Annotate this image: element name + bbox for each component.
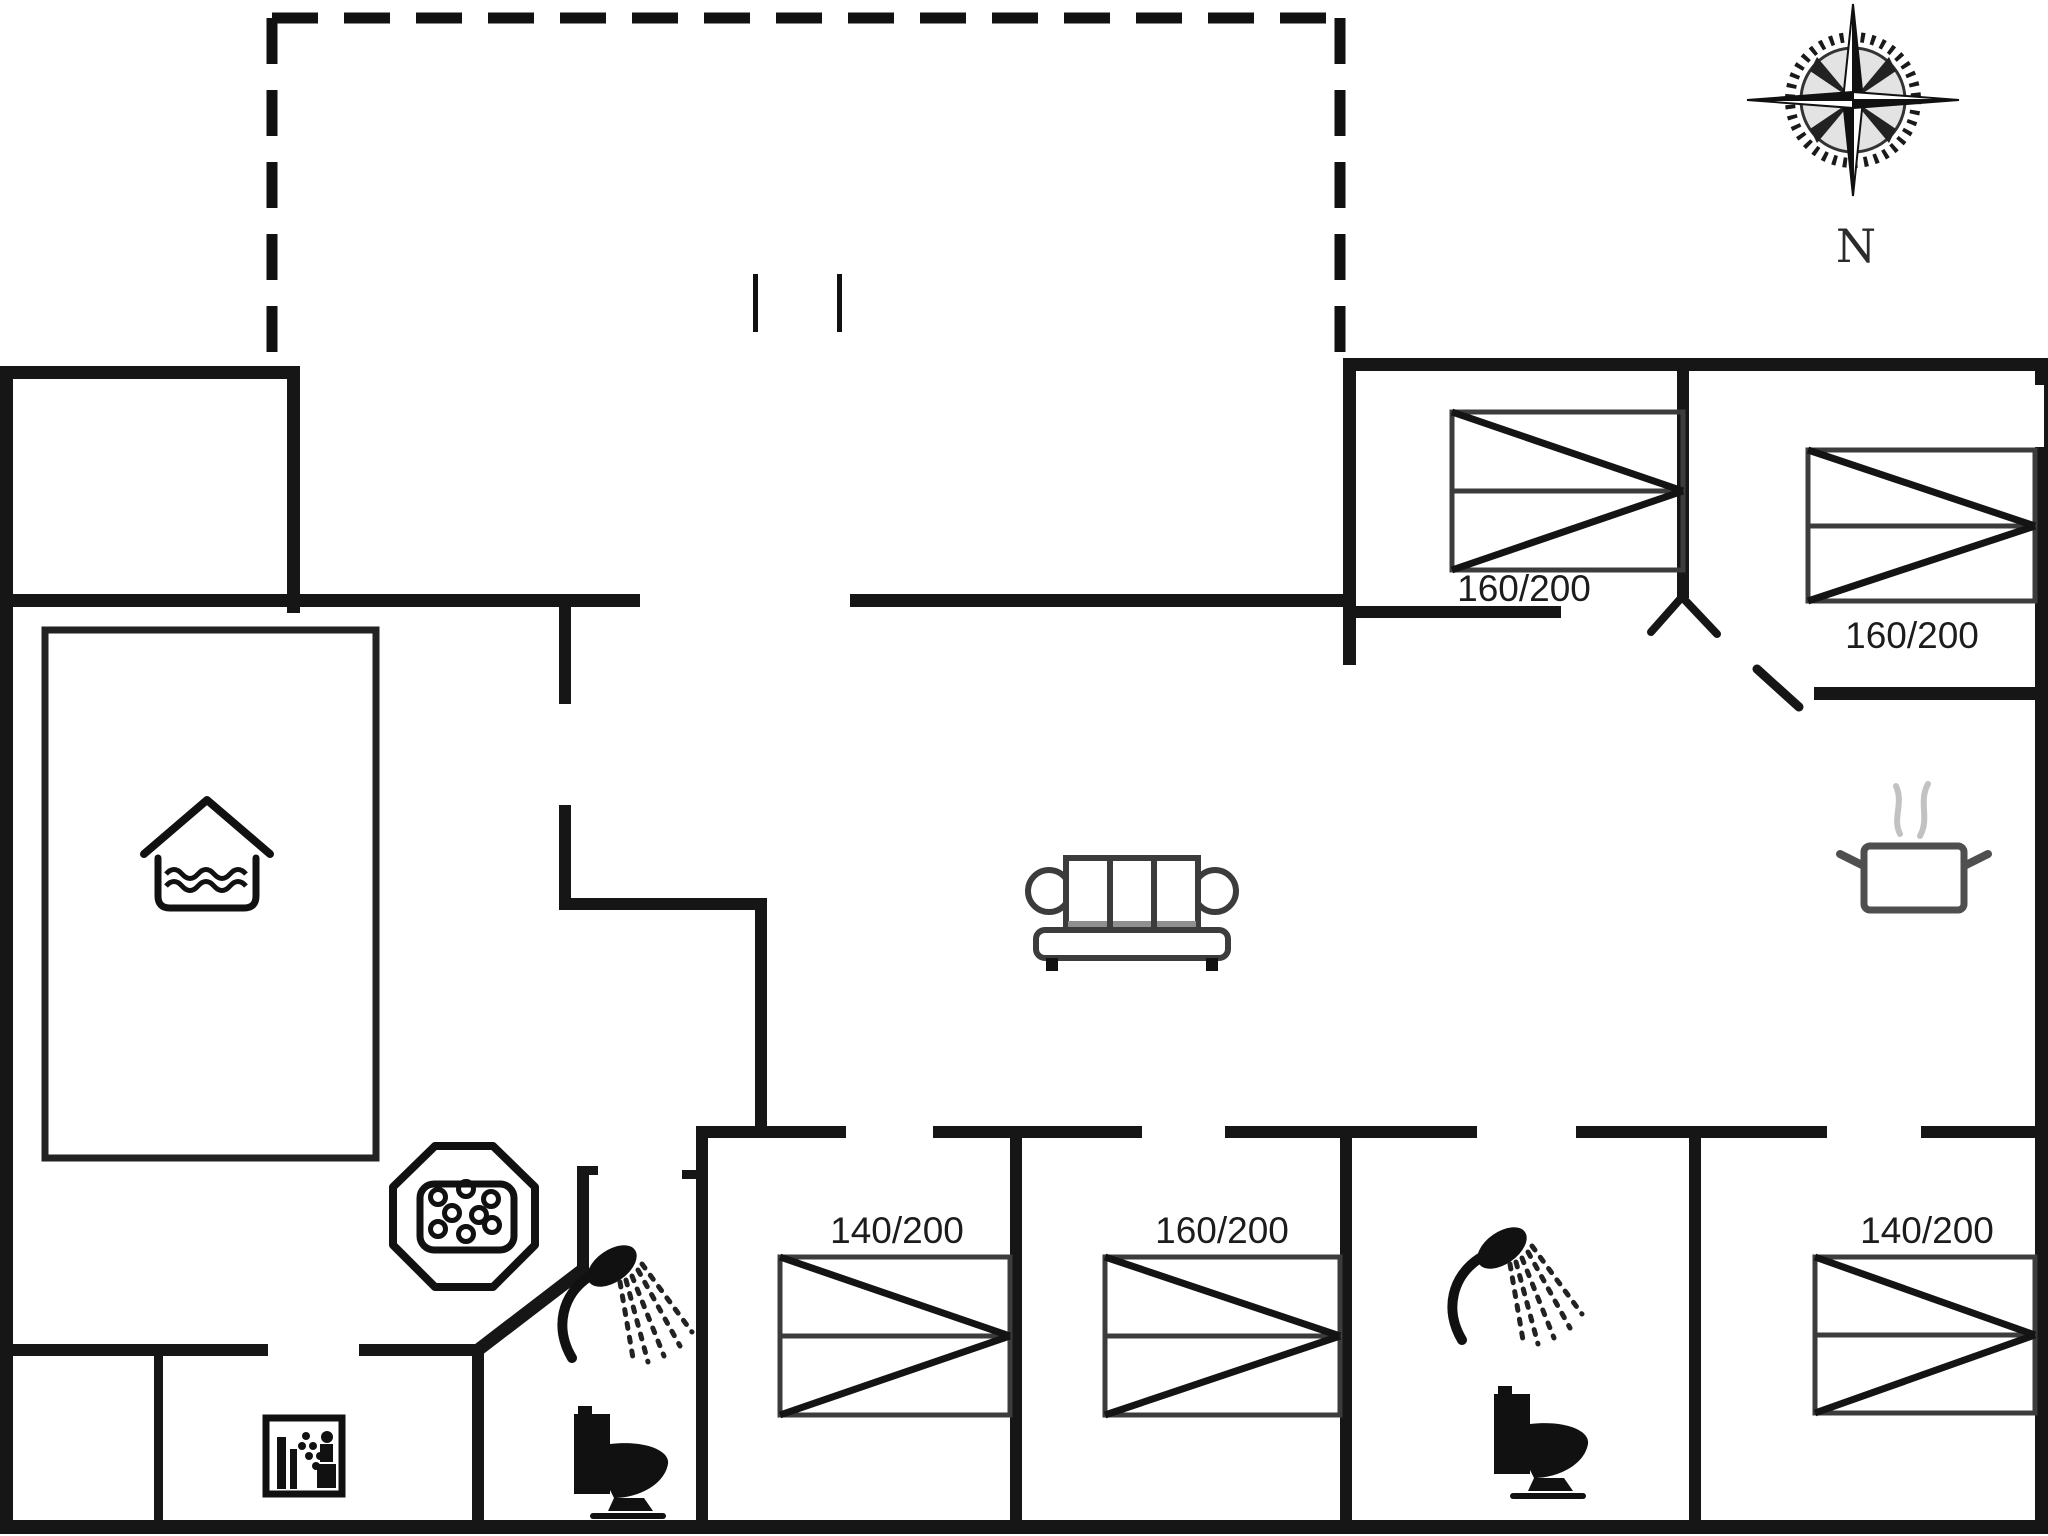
toilet-icon [1494,1386,1589,1499]
door-swing-icon [1647,593,1686,636]
wall-hall-upper [559,594,571,704]
double-bed [1805,446,2038,605]
wall-room-topleft-top [0,366,300,379]
door-stub [577,1166,598,1175]
north-label: N [1836,219,1876,273]
wall-bottomrow-seg2 [933,1126,1142,1138]
wall-mid-east [850,594,1356,607]
wall-bottomrow-seg1 [697,1126,846,1138]
door-swing-icon [1752,664,1804,712]
wall-bedblock-left [1343,358,1356,665]
toilet-icon [574,1406,669,1519]
compass-rose-icon: N [1746,3,1960,273]
wall-closet [154,1344,163,1534]
door-frame-stubs [577,1166,696,1179]
pool-basin-outline [41,626,380,1162]
wall-bedroom1-right [1010,1126,1022,1534]
bed-size-label: 140/200 [830,1210,964,1251]
wall-outer-right [2035,358,2048,1534]
double-bed [777,1253,1013,1419]
wall-utility-right [472,1344,484,1534]
door-marks [1647,593,1804,712]
wall-poolroom-south-b [359,1344,478,1356]
wall-bath1-west [577,1168,589,1274]
terrace-outline [266,12,1346,362]
wall-bedroom-topleft-bottom [1343,606,1561,618]
bed-size-label: 140/200 [1860,1210,1994,1251]
beds: 160/200 160/200 140/200 160/200 [777,408,2038,1419]
bed-size-label: 160/200 [1155,1210,1289,1251]
wall-bottomrow-seg5 [1921,1126,2048,1138]
walls [0,358,2048,1534]
wall-hall-horizontal [559,898,767,910]
wall-bathroom2-right [1689,1126,1701,1534]
wall-poolroom-south-a [0,1344,268,1356]
double-bed [1102,1253,1343,1419]
hot-tub-icon [389,1142,539,1291]
wall-room-topleft-right [287,366,300,613]
sofa-icon [1025,855,1239,971]
window [2035,385,2048,447]
double-bed [1449,408,1686,574]
bathroom-2 [1452,1219,1589,1499]
wall-outer-left [0,366,13,1534]
door-swing-icon [1678,593,1721,638]
pool-area [41,626,380,1162]
bathroom-1 [562,1237,692,1519]
door-stub [682,1170,696,1179]
entrance-door-marks [753,274,842,332]
bed-size-label: 160/200 [1457,568,1591,609]
wall-angled [474,1262,589,1356]
bed-size-label: 160/200 [1845,615,1979,656]
wall-bedblock-top [1343,358,2048,371]
wall-bottomrow-seg4 [1576,1126,1827,1138]
dishwasher-icon [262,1414,346,1498]
wall-bedroom-topright-bottom [1814,687,2048,700]
wall-hall-lower [559,805,571,910]
double-bed [1812,1253,2038,1417]
indoor-pool-icon [140,796,274,912]
shower-icon [1452,1219,1582,1346]
wall-mid-west [0,594,640,607]
wall-bedroom2-right [1340,1126,1352,1534]
wall-bathroom1-right [696,1126,708,1534]
cooking-pot-icon [1836,781,1992,914]
door-post-icon [753,274,758,332]
door-post-icon [837,274,842,332]
wall-outer-bottom [0,1520,2048,1534]
wall-hall-east [755,898,767,1138]
